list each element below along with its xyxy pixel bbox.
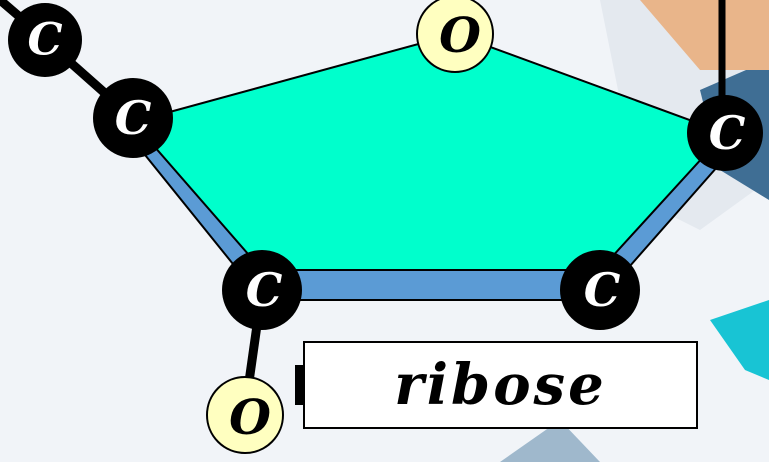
atom-label: O	[439, 8, 481, 64]
atom-carbon-bottom-left: C	[222, 250, 302, 330]
molecule-label-box: ribose	[303, 341, 698, 429]
atom-label: C	[27, 15, 62, 66]
atom-carbon-bottom-right: C	[560, 250, 640, 330]
atom-carbon-left: C	[93, 78, 173, 158]
atom-carbon-right: C	[687, 95, 763, 171]
atom-label: O	[229, 390, 271, 446]
atom-label: C	[584, 263, 621, 317]
atom-oxygen-ring: O	[416, 0, 494, 73]
atom-carbon-chain-top: C	[8, 3, 82, 77]
atom-label: C	[246, 263, 283, 317]
ring-face	[131, 32, 727, 271]
atom-label: C	[709, 106, 746, 160]
bg-stripe-orange	[640, 0, 769, 70]
atom-label: C	[115, 91, 152, 145]
atom-oxygen-hydroxyl: O	[206, 376, 284, 454]
bg-triangle-cyan	[710, 300, 769, 380]
molecule-label: ribose	[394, 352, 607, 418]
bg-triangle-grey	[500, 420, 600, 462]
